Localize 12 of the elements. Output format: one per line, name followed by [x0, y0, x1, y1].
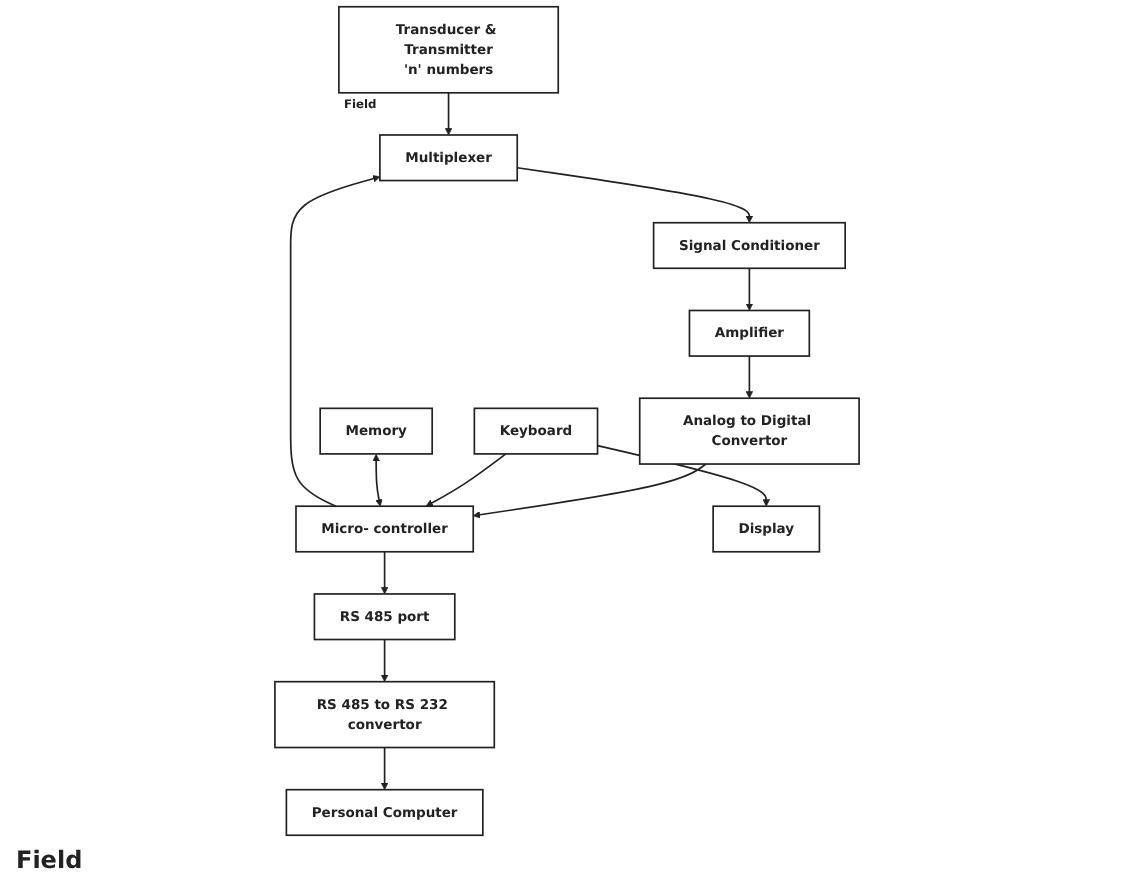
arrow	[380, 550, 389, 595]
arrow	[425, 453, 507, 507]
arrow	[289, 175, 381, 508]
arrow	[472, 463, 707, 519]
arrow	[444, 91, 453, 136]
arrow	[372, 453, 383, 507]
arrow	[380, 746, 389, 791]
arrow	[745, 267, 754, 311]
arrow	[380, 638, 389, 683]
arrow	[516, 166, 754, 224]
arrow	[745, 355, 754, 399]
note-label: Field	[16, 846, 83, 874]
